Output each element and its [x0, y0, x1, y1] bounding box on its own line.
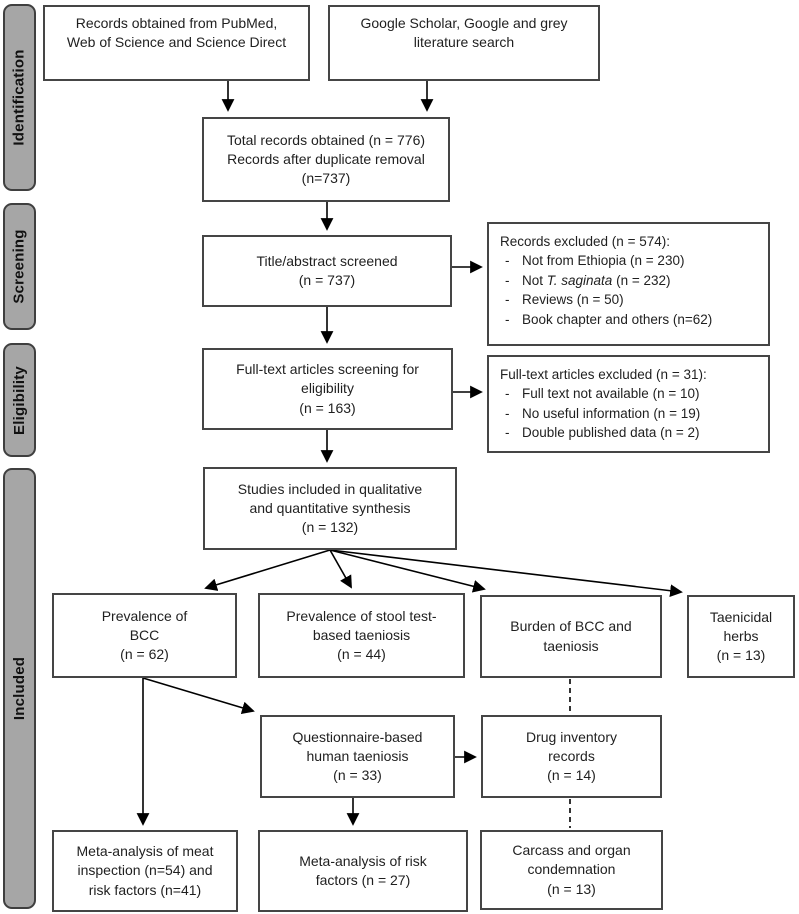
stage-label-screening: Screening	[3, 203, 36, 330]
box-taenicidal-herbs: Taenicidal herbs (n = 13)	[687, 595, 795, 678]
stage-text: Eligibility	[11, 365, 28, 435]
excluded-item-text: Not T. saginata (n = 232)	[522, 272, 671, 288]
bullet-dash: -	[505, 253, 510, 269]
arrow-bcc-to-questionnaire	[142, 677, 255, 715]
arrow-synthesis-to-stool	[329, 549, 352, 589]
stage-text: Included	[11, 656, 28, 721]
box-text: Prevalence of stool test- based taeniosi…	[286, 607, 437, 663]
excluded-item-text: Full text not available (n = 10)	[522, 386, 700, 402]
arrow-synthesis-to-bcc	[204, 549, 331, 591]
bullet-dash: -	[505, 311, 510, 327]
box-text: Google Scholar, Google and grey literatu…	[360, 15, 568, 51]
box-burden-bcc-taeniosis: Burden of BCC and taeniosis	[480, 595, 662, 678]
box-text: Title/abstract screened (n = 737)	[256, 252, 398, 288]
box-fulltext-excluded: Full-text articles excluded (n = 31): - …	[487, 355, 770, 453]
box-text: Records obtained from PubMed, Web of Sci…	[66, 15, 287, 51]
box-google-grey-search: Google Scholar, Google and grey literatu…	[328, 5, 600, 81]
species-name-italic: T. saginata	[546, 272, 613, 288]
box-questionnaire-taeniosis: Questionnaire-based human taeniosis (n =…	[260, 715, 455, 798]
records-excluded-title: Records excluded (n = 574):	[500, 234, 670, 249]
excluded-item-text: Double published data (n = 2)	[522, 425, 700, 441]
box-text: Carcass and organ condemnation (n = 13)	[512, 842, 631, 897]
box-prevalence-stool-taeniosis: Prevalence of stool test- based taeniosi…	[258, 593, 465, 678]
excluded-item-text: No useful information (n = 19)	[522, 405, 701, 421]
stage-label-identification: Identification	[3, 4, 36, 191]
box-text: Total records obtained (n = 776) Records…	[226, 131, 426, 187]
bullet-dash: -	[505, 272, 510, 288]
excluded-item: - Not from Ethiopia (n = 230)	[500, 251, 762, 270]
bullet-dash: -	[505, 405, 510, 421]
box-prevalence-bcc: Prevalence of BCC (n = 62)	[52, 593, 237, 678]
box-text: Questionnaire-based human taeniosis (n =…	[292, 728, 423, 784]
box-text: Full-text articles screening for eligibi…	[236, 361, 419, 416]
stage-text: Screening	[11, 229, 29, 304]
box-studies-included-synthesis: Studies included in qualitative and quan…	[203, 467, 457, 550]
excluded-item: - Book chapter and others (n=62)	[500, 310, 762, 329]
box-total-records: Total records obtained (n = 776) Records…	[202, 117, 450, 202]
arrow-synthesis-to-burden	[329, 549, 486, 593]
excluded-item: - No useful information (n = 19)	[500, 404, 762, 423]
excluded-item-text: Not from Ethiopia (n = 230)	[522, 253, 685, 269]
excluded-item: - Not T. saginata (n = 232)	[500, 271, 762, 290]
box-meta-analysis-meat: Meta-analysis of meat inspection (n=54) …	[52, 830, 238, 912]
box-records-sources: Records obtained from PubMed, Web of Sci…	[43, 5, 310, 81]
excluded-item: - Full text not available (n = 10)	[500, 384, 762, 403]
box-text: Drug inventory records (n = 14)	[525, 728, 618, 784]
bullet-dash: -	[505, 386, 510, 402]
box-meta-analysis-risk: Meta-analysis of risk factors (n = 27)	[258, 830, 468, 912]
arrow-synthesis-to-herbs	[329, 549, 683, 598]
stage-text: Identification	[11, 49, 29, 146]
excluded-item: - Double published data (n = 2)	[500, 423, 762, 442]
stage-label-included: Included	[3, 468, 36, 909]
box-text: Taenicidal herbs (n = 13)	[709, 608, 773, 664]
box-text: Meta-analysis of meat inspection (n=54) …	[76, 843, 214, 898]
box-fulltext-screening: Full-text articles screening for eligibi…	[202, 348, 453, 430]
box-title-abstract-screened: Title/abstract screened (n = 737)	[202, 235, 452, 307]
box-text: Burden of BCC and taeniosis	[510, 618, 632, 654]
box-text: Studies included in qualitative and quan…	[237, 480, 423, 536]
box-text: Meta-analysis of risk factors (n = 27)	[299, 852, 427, 888]
bullet-dash: -	[505, 425, 510, 441]
box-text: Prevalence of BCC (n = 62)	[101, 607, 188, 663]
fulltext-excluded-title: Full-text articles excluded (n = 31):	[500, 367, 707, 382]
box-carcass-condemnation: Carcass and organ condemnation (n = 13)	[480, 830, 663, 910]
box-drug-inventory: Drug inventory records (n = 14)	[481, 715, 662, 798]
excluded-item: - Reviews (n = 50)	[500, 290, 762, 309]
box-records-excluded: Records excluded (n = 574): - Not from E…	[487, 222, 770, 346]
excluded-item-text: Reviews (n = 50)	[522, 292, 624, 308]
excluded-item-text: Book chapter and others (n=62)	[522, 311, 713, 327]
bullet-dash: -	[505, 292, 510, 308]
stage-label-eligibility: Eligibility	[3, 343, 36, 457]
